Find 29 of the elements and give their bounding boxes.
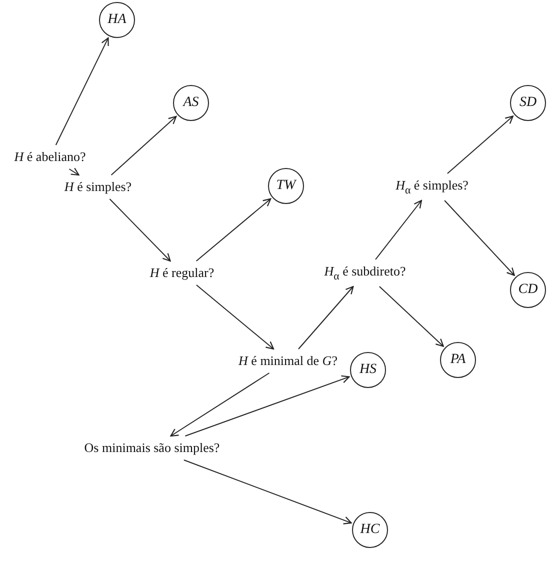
question-text: H é regular?: [146, 263, 218, 283]
arrow: [375, 200, 422, 260]
outcome-circle: HC: [352, 512, 388, 548]
question-text: H é minimal de G?: [236, 351, 340, 371]
outcome-circle: AS: [173, 85, 209, 121]
outcome-circle: HS: [350, 352, 386, 388]
arrow: [170, 372, 270, 437]
question-text: H$_{α}$ é simples?: [392, 176, 472, 198]
arrow: [183, 460, 352, 524]
outcome-circle: HA: [99, 2, 135, 38]
arrow: [196, 284, 274, 350]
arrow: [184, 375, 350, 436]
arrow: [110, 116, 177, 176]
question-text: H$_{α}$ é subdireto?: [321, 262, 409, 284]
arrow: [446, 116, 514, 174]
question-text: H é abeliano?: [11, 147, 89, 167]
arrow: [378, 286, 444, 347]
arrow: [68, 168, 80, 176]
arrow: [196, 198, 272, 262]
outcome-circle: PA: [440, 342, 476, 378]
arrow: [444, 200, 515, 276]
arrow: [109, 198, 171, 262]
arrow: [55, 37, 109, 146]
outcome-circle: TW: [268, 168, 304, 204]
question-text: H é simples?: [61, 177, 135, 197]
question-text: Os minimais são simples?: [81, 438, 223, 458]
outcome-circle: SD: [510, 85, 546, 121]
arrow: [298, 286, 354, 350]
outcome-circle: CD: [510, 272, 546, 308]
